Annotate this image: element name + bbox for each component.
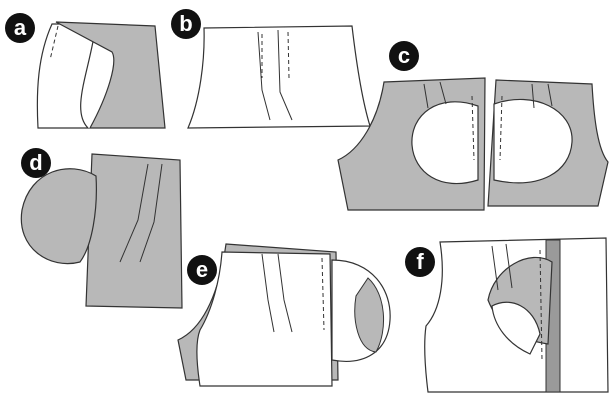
panel-b-front-piece: [188, 26, 370, 128]
step-badge-d: d: [21, 148, 51, 178]
panel-a: [37, 22, 165, 128]
panel-c: [338, 78, 608, 210]
panel-f: [425, 238, 608, 392]
step-badge-a: a: [5, 13, 35, 43]
step-badge-c: c: [389, 41, 419, 71]
panel-d-front-piece: [86, 154, 182, 308]
step-label-f: f: [416, 249, 424, 274]
step-label-d: d: [29, 150, 42, 175]
step-label-c: c: [398, 43, 410, 68]
step-badge-b: b: [171, 9, 201, 39]
step-label-a: a: [14, 15, 27, 40]
panel-b: [188, 26, 370, 128]
panel-d: [21, 154, 182, 308]
panel-a-front-piece: [37, 24, 96, 128]
step-label-b: b: [179, 11, 192, 36]
step-badge-f: f: [405, 247, 435, 277]
step-label-e: e: [196, 257, 208, 282]
step-badge-e: e: [187, 255, 217, 285]
panel-d-pocket-bag: [21, 169, 96, 264]
